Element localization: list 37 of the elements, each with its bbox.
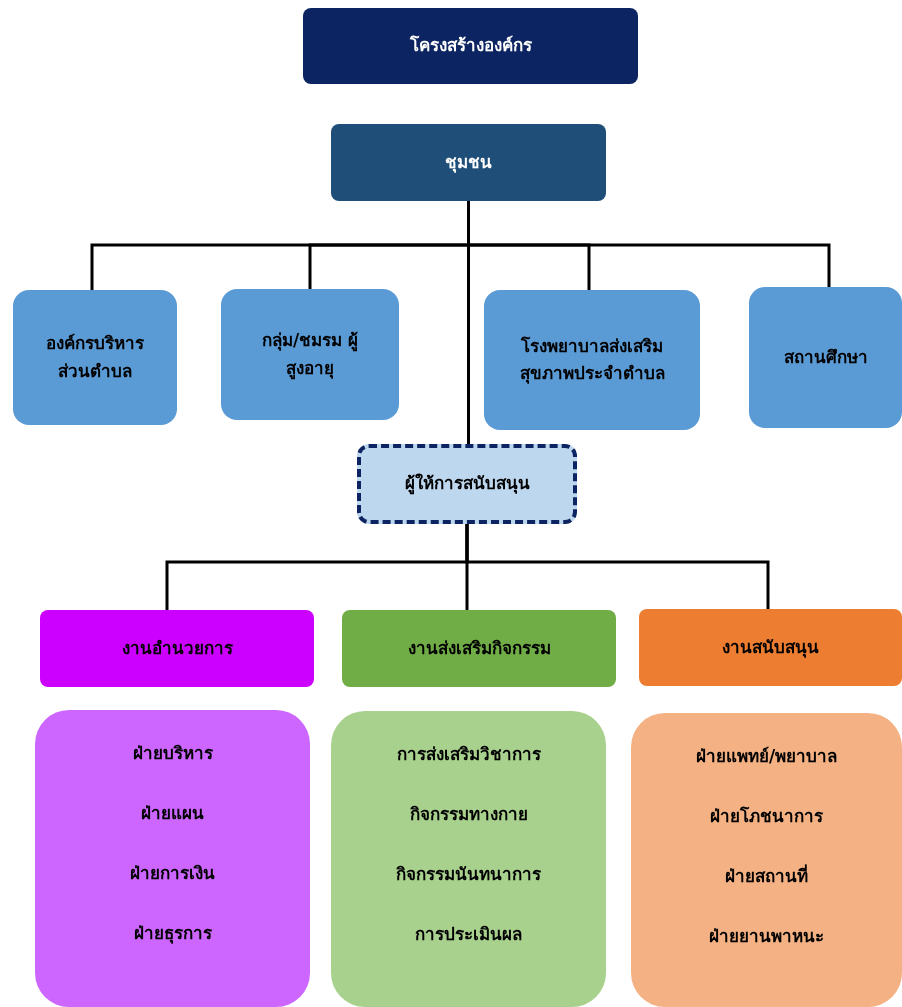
- task-text: การประเมินผล: [415, 923, 522, 946]
- connector-line: [465, 524, 770, 609]
- task-list-box: [631, 713, 902, 1007]
- box-label: ชุมชน: [445, 150, 492, 175]
- task-text: ฝ่ายธุรการ: [133, 922, 212, 945]
- member-box: [13, 290, 177, 425]
- box-label: งานส่งเสริมกิจกรรม: [407, 636, 551, 660]
- connector-line: [467, 201, 470, 444]
- task-text: กิจกรรมทางกาย: [409, 803, 528, 826]
- box-label: ผู้ให้การสนับสนุน: [404, 472, 530, 497]
- task-text: กิจกรรมนันทนาการ: [396, 863, 541, 886]
- member-box: [484, 290, 700, 430]
- root-box: [331, 124, 606, 201]
- task-text: ฝ่ายแพทย์/พยาบาล: [695, 745, 838, 768]
- member-box: [749, 287, 902, 428]
- task-list-box: [331, 711, 606, 1007]
- task-text: ฝ่ายยานพาหนะ: [709, 925, 824, 948]
- department-box: [342, 610, 616, 687]
- support-box: [357, 444, 577, 524]
- task-text: ฝ่ายการเงิน: [130, 862, 215, 885]
- title-box: [303, 8, 638, 84]
- box-label: โรงพยาบาลส่งเสริม สุขภาพประจำตำบล: [518, 334, 666, 386]
- department-box: [639, 609, 902, 686]
- department-box: [40, 610, 314, 687]
- task-text: การส่งเสริมวิชาการ: [396, 743, 541, 766]
- box-label: งานอำนวยการ: [121, 636, 233, 660]
- box-label: องค์กรบริหาร ส่วนตำบล: [45, 332, 145, 383]
- task-text: ฝ่ายสถานที่: [725, 865, 808, 888]
- member-box: [221, 289, 399, 420]
- task-text: ฝ่ายโภชนาการ: [710, 805, 823, 828]
- box-label: กลุ่ม/ชมรม ผู้สูงอายุ: [260, 329, 360, 382]
- task-text: ฝ่ายบริหาร: [132, 742, 213, 765]
- box-label: งานสนับสนุน: [722, 635, 819, 660]
- box-label: สถานศึกษา: [782, 345, 869, 369]
- box-label: โครงสร้างองค์กร: [409, 34, 532, 58]
- task-text: ฝ่ายแผน: [141, 802, 204, 825]
- task-list-box: [35, 710, 310, 1007]
